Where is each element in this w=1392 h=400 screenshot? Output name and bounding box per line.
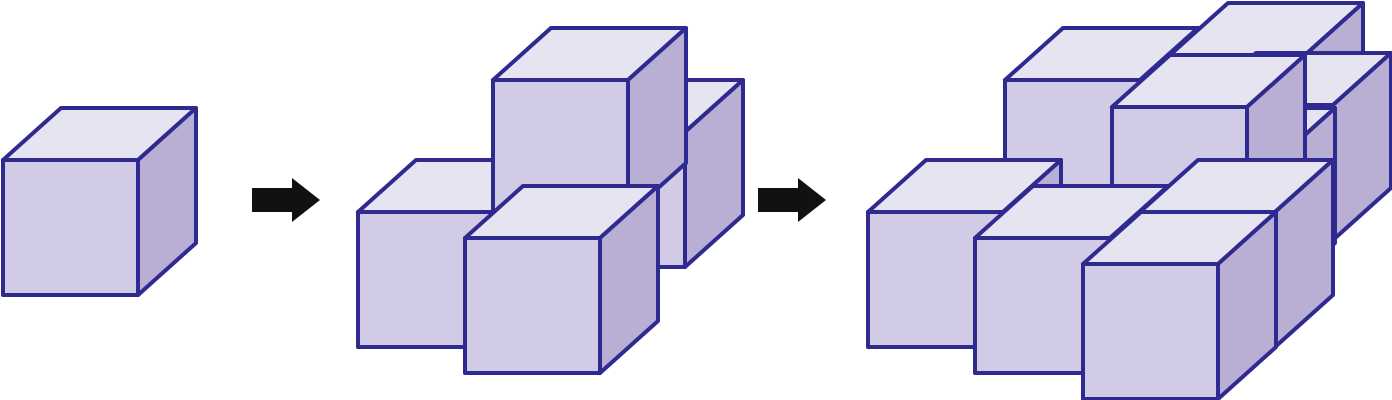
cube bbox=[463, 184, 660, 375]
cube-front-face bbox=[1081, 262, 1220, 400]
arrow-right-icon bbox=[758, 178, 826, 222]
cube-front-face bbox=[1, 158, 140, 297]
arrow-shape bbox=[758, 178, 826, 222]
figure-stage-1 bbox=[1, 106, 198, 297]
figure-stage-3 bbox=[866, 1, 1392, 400]
figure-stage-2 bbox=[356, 26, 745, 375]
cube bbox=[1, 106, 198, 297]
cube bbox=[1081, 210, 1278, 400]
arrow-shape bbox=[252, 178, 320, 222]
cube-front-face bbox=[463, 236, 602, 375]
arrow-right-icon bbox=[252, 178, 320, 222]
